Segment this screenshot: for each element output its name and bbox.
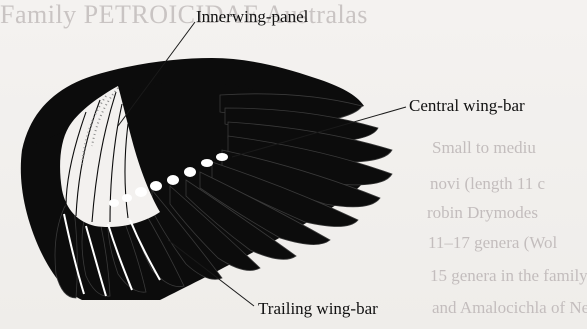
innerwing-panel-label: Innerwing-panel xyxy=(196,7,308,27)
central-wing-bar-label: Central wing-bar xyxy=(409,96,525,116)
trailing-wing-bar-label: Trailing wing-bar xyxy=(258,299,378,319)
